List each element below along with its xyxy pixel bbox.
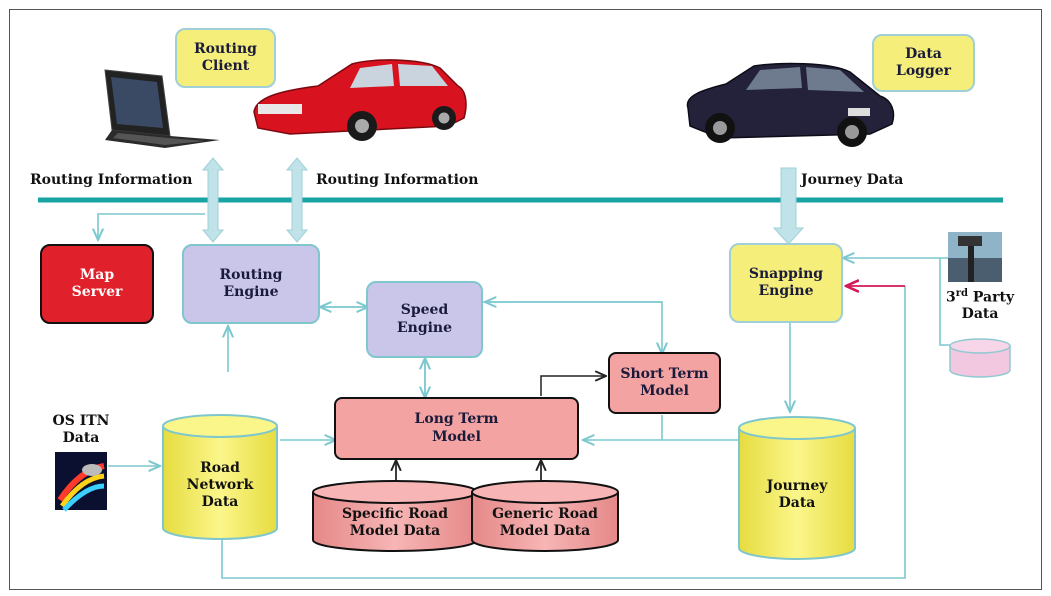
specific-road-label: Specific Road Model Data: [341, 506, 449, 539]
snapping-engine-label: Snapping Engine: [748, 265, 824, 300]
os-itn-label: OS ITN Data: [52, 413, 110, 446]
fat-arrow-journey: [772, 167, 805, 245]
routing-client-label: Routing Client: [194, 40, 257, 75]
generic-road-label: Generic Road Model Data: [492, 506, 598, 539]
frame: [9, 9, 1042, 590]
road-network-cylinder: [162, 414, 278, 540]
long-term-model-label: Long Term Model: [414, 411, 499, 445]
map-server-label: Map Server: [71, 266, 123, 301]
journey-data-label: Journey Data: [801, 172, 904, 188]
specific-road-cylinder: [312, 480, 478, 552]
antenna-icon: [948, 232, 1002, 282]
third-party-rest: Party: [968, 289, 1015, 306]
third-party-sup: rd: [955, 288, 969, 299]
short-term-model-label: Short Term Model: [620, 365, 709, 400]
third-party-num: 3: [946, 289, 956, 306]
routing-engine-label: Routing Engine: [219, 266, 283, 301]
dark-car-icon: [686, 62, 895, 147]
os-itn-map-icon: [55, 452, 107, 512]
routing-information-right: Routing Information: [316, 172, 479, 188]
road-network-label: Road Network Data: [186, 460, 254, 510]
third-party-cylinder: [949, 338, 1011, 378]
long-term-model-box: Long Term Model: [334, 397, 579, 460]
third-party-data: Data: [961, 306, 999, 323]
journey-cylinder: [738, 416, 856, 560]
red-car-icon: [253, 59, 467, 141]
routing-information-left: Routing Information: [30, 172, 193, 188]
fat-arrow-left: [201, 157, 225, 243]
snapping-engine-box: Snapping Engine: [729, 243, 843, 323]
fat-arrow-right: [285, 157, 309, 243]
speed-engine-label: Speed Engine: [396, 302, 453, 336]
third-party-label: 3rd Party Data: [946, 288, 1014, 323]
short-term-model-box: Short Term Model: [608, 352, 721, 414]
routing-client-box: Routing Client: [175, 28, 276, 88]
laptop-icon: [104, 69, 220, 148]
routing-engine-box: Routing Engine: [182, 244, 320, 324]
data-logger-box: Data Logger: [872, 34, 975, 92]
journey-db-label: Journey Data: [766, 478, 828, 511]
data-logger-label: Data Logger: [895, 45, 952, 80]
connectors: [98, 213, 975, 579]
generic-road-cylinder: [471, 480, 619, 552]
map-server-box: Map Server: [40, 244, 154, 324]
speed-engine-box: Speed Engine: [366, 281, 483, 358]
